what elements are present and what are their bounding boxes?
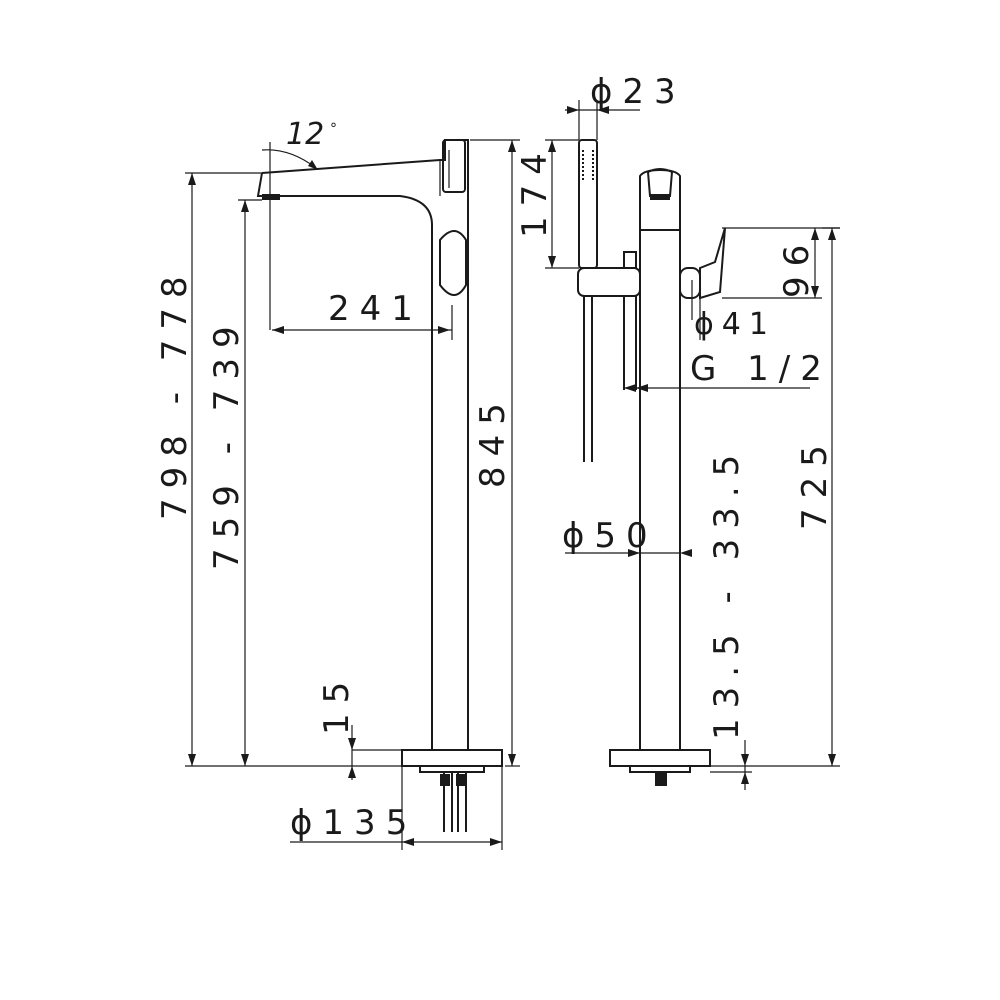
- outlet-height-range-2-label: 759 - 739: [207, 316, 247, 570]
- total-height-label: 845: [473, 393, 513, 488]
- angle-label: 12: [286, 117, 324, 152]
- hand-shower-diameter-label: ϕ23: [590, 72, 686, 112]
- front-view: [577, 139, 726, 786]
- side-view-dimensions: 12 ° 241 845 798 - 778 759 - 739 15: [155, 117, 520, 850]
- column-diameter-label: ϕ50: [562, 516, 658, 556]
- hand-shower-length-label: 174: [515, 143, 555, 238]
- body-height-label: 725: [795, 435, 835, 530]
- floor-adjust-range-label: 13.5 - 33.5: [707, 445, 747, 740]
- spout-reach-label: 241: [328, 289, 423, 329]
- outlet-height-range-1-label: 798 - 778: [155, 266, 195, 520]
- base-thickness-label: 15: [317, 672, 357, 735]
- front-view-dimensions: ϕ23 174 96 ϕ41 G 1/2 ϕ50 13.5: [515, 72, 840, 790]
- handle-height-label: 96: [777, 235, 817, 298]
- angle-unit: °: [330, 121, 337, 137]
- handle-diameter-label: ϕ41: [694, 307, 776, 342]
- side-view: [256, 139, 503, 832]
- connection-thread-label: G 1/2: [690, 349, 832, 389]
- base-diameter-label: ϕ135: [290, 803, 417, 843]
